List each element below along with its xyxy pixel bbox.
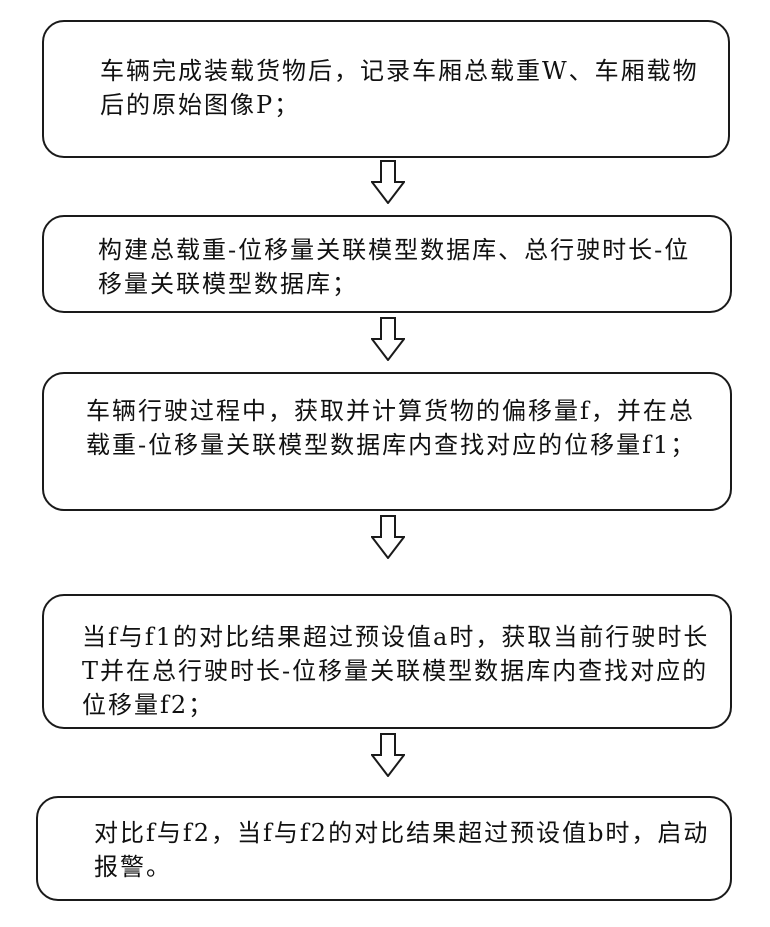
flow-step-4-text: 当f与f1的对比结果超过预设值a时，获取当前行驶时长T并在总行驶时长-位移量关联… bbox=[82, 620, 710, 722]
flow-step-4: 当f与f1的对比结果超过预设值a时，获取当前行驶时长T并在总行驶时长-位移量关联… bbox=[42, 594, 732, 729]
hollow-down-arrow-icon bbox=[371, 733, 405, 777]
flow-step-5-text: 对比f与f2，当f与f2的对比结果超过预设值b时，启动报警。 bbox=[94, 816, 710, 884]
flow-step-2-text: 构建总载重-位移量关联模型数据库、总行驶时长-位移量关联模型数据库； bbox=[98, 233, 710, 301]
flow-step-1: 车辆完成装载货物后，记录车厢总载重W、车厢载物后的原始图像P； bbox=[42, 20, 730, 158]
hollow-down-arrow-icon bbox=[371, 317, 405, 361]
flow-step-5: 对比f与f2，当f与f2的对比结果超过预设值b时，启动报警。 bbox=[36, 796, 732, 901]
hollow-down-arrow-icon bbox=[371, 515, 405, 559]
hollow-down-arrow-icon bbox=[371, 160, 405, 204]
flow-step-3-text: 车辆行驶过程中，获取并计算货物的偏移量f，并在总载重-位移量关联模型数据库内查找… bbox=[86, 394, 710, 462]
flow-step-1-text: 车辆完成装载货物后，记录车厢总载重W、车厢载物后的原始图像P； bbox=[100, 54, 708, 122]
flow-step-2: 构建总载重-位移量关联模型数据库、总行驶时长-位移量关联模型数据库； bbox=[42, 215, 732, 313]
flow-step-3: 车辆行驶过程中，获取并计算货物的偏移量f，并在总载重-位移量关联模型数据库内查找… bbox=[42, 372, 732, 511]
